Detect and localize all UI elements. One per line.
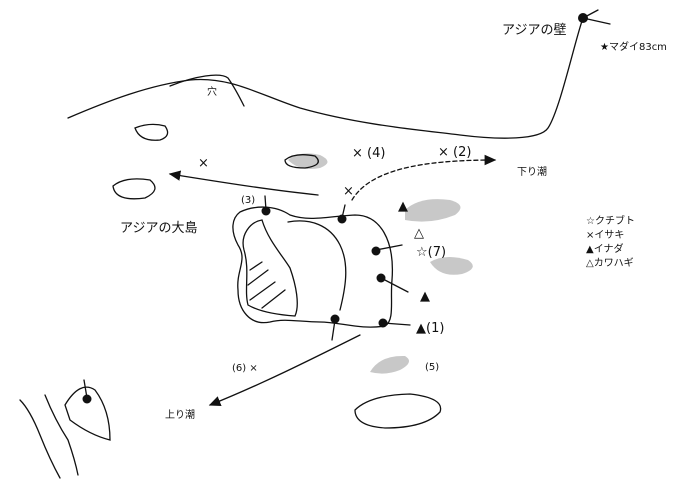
- island-spot-markers: [261, 195, 411, 341]
- legend-item: ×イサキ: [586, 229, 624, 241]
- point-4: × (4): [352, 146, 385, 161]
- hole-label: 穴: [207, 85, 217, 98]
- current-arrow-left: [168, 170, 319, 196]
- legend-item: △カワハギ: [586, 257, 634, 269]
- coastline: [67, 17, 584, 139]
- wall-point-marker: [578, 13, 588, 23]
- point-3: (3): [241, 195, 255, 206]
- point-1: ▲(1): [416, 321, 444, 336]
- island-outline: [232, 206, 394, 328]
- hole-outline: [169, 74, 245, 107]
- record-label: ★マダイ83cm: [600, 40, 667, 53]
- legend: ☆クチブト ×イサキ ▲イナダ △カワハギ: [586, 214, 635, 269]
- spot-marker: [82, 394, 92, 404]
- ebb-label: 下り潮: [517, 165, 547, 178]
- legend-item: ☆クチブト: [586, 214, 635, 227]
- flood-label: 上り潮: [165, 408, 195, 421]
- point-7: ☆(7): [416, 245, 446, 260]
- wall-label: アジアの壁: [502, 23, 566, 38]
- inada-mark: ▲: [398, 199, 408, 214]
- kawahagi-mark: △: [414, 226, 424, 241]
- rocks: [19, 123, 442, 479]
- point-5: (5): [425, 362, 439, 373]
- point-6: (6) ×: [232, 363, 258, 374]
- point-2: × (2): [438, 145, 471, 160]
- isaki-mark: ×: [343, 184, 354, 199]
- isaki-mark: ×: [198, 156, 209, 171]
- inada-mark: ▲: [420, 289, 430, 304]
- ebb-current-arrow: [351, 154, 497, 201]
- legend-item: ▲イナダ: [586, 242, 624, 255]
- island-label: アジアの大島: [120, 221, 197, 236]
- flood-current-arrow: [208, 334, 361, 406]
- weed-patches: [288, 153, 473, 374]
